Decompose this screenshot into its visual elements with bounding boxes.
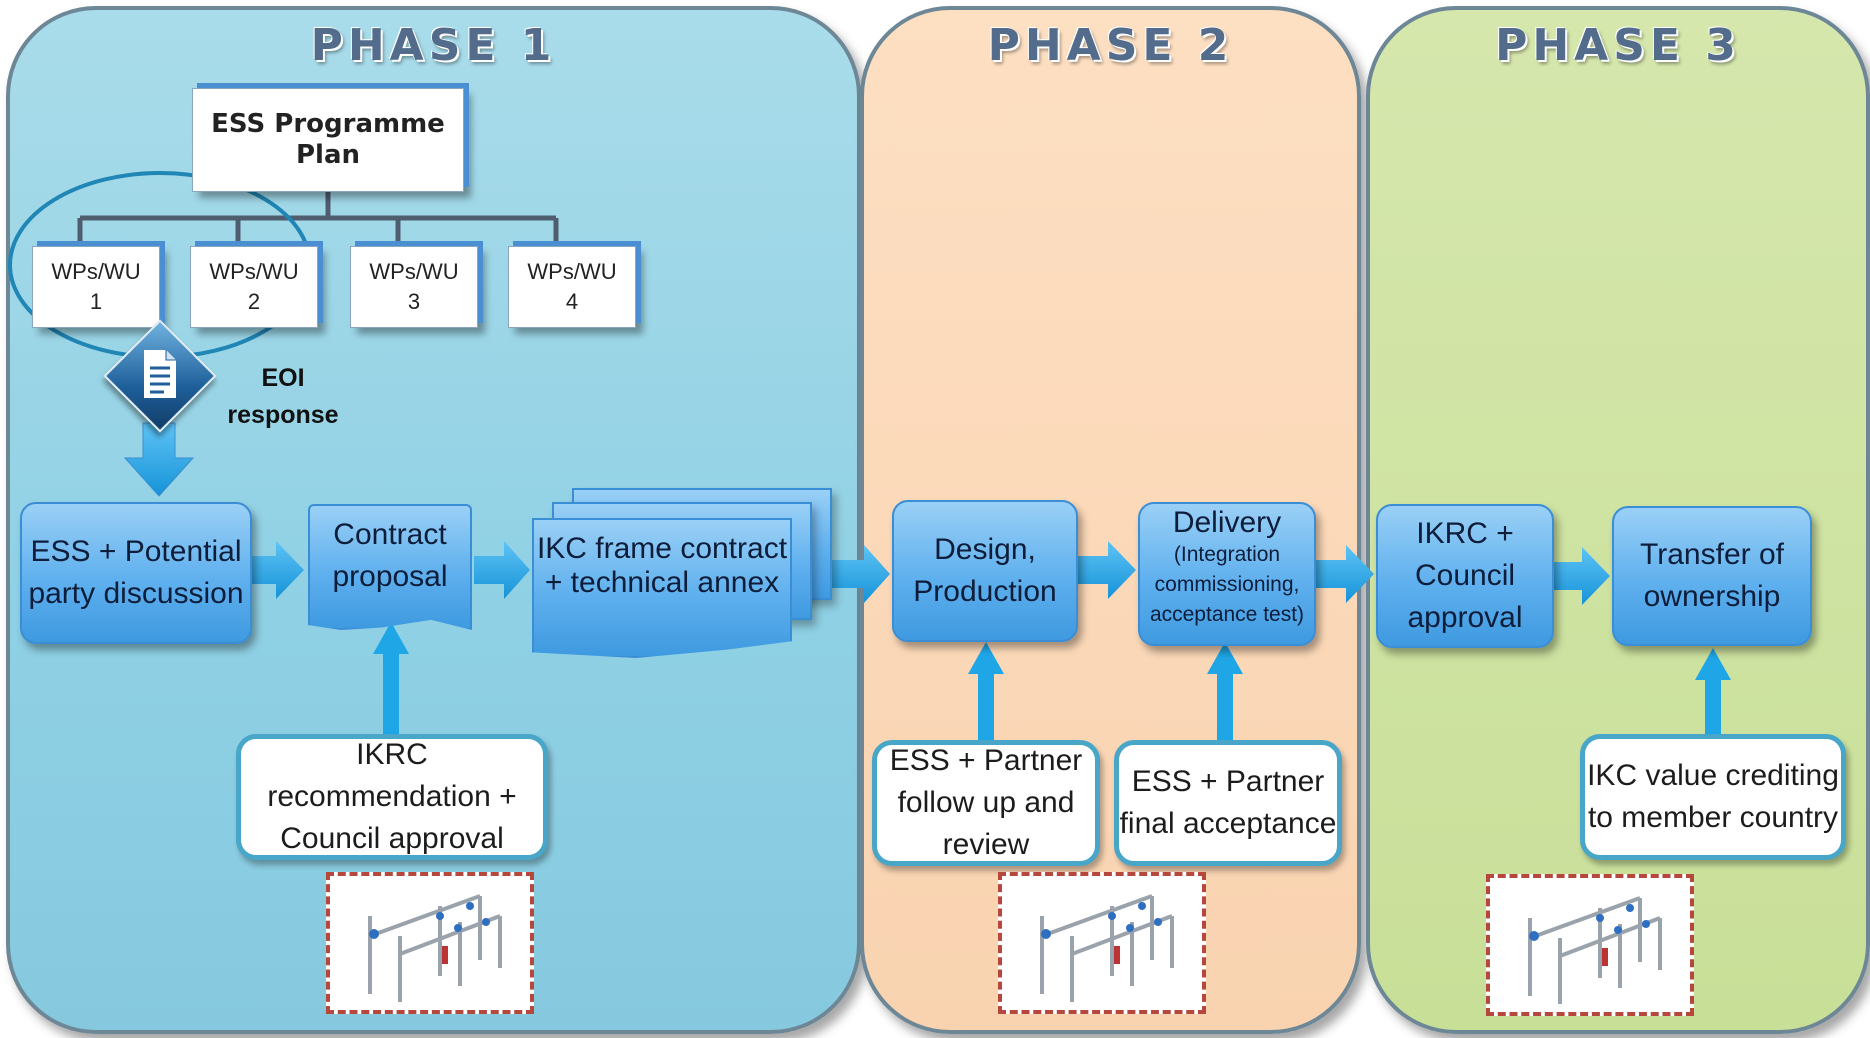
phase-2-title: PHASE 2 [987, 20, 1234, 71]
design-production-box: Design, Production [892, 500, 1078, 642]
ikrc-council-box: IKRC + Council approval [1376, 504, 1554, 648]
work-package-label: WPs/WU 4 [527, 259, 617, 314]
phase-1-title: PHASE 1 [310, 20, 557, 71]
ikrc-recommendation-box: IKRC recommendation + Council approval [236, 734, 548, 860]
transfer-ownership-box: Transfer of ownership [1612, 506, 1812, 646]
work-package-3: WPs/WU 3 [350, 246, 478, 328]
turnstile-gate-icon [1528, 896, 1662, 1004]
work-package-4: WPs/WU 4 [508, 246, 636, 328]
gate-image-phase-2 [998, 872, 1206, 1014]
delivery-detail: (Integration commissioning, acceptance t… [1149, 543, 1305, 626]
delivery-box: Delivery (Integration commissioning, acc… [1138, 502, 1316, 646]
transfer-ownership-label: Transfer of ownership [1640, 538, 1784, 613]
partner-final-box: ESS + Partner final acceptance [1114, 740, 1342, 866]
up-arrows [373, 622, 1731, 740]
arrow-right-2 [474, 541, 530, 599]
arrow-right-3 [832, 545, 890, 603]
gate-image-phase-1 [326, 872, 534, 1014]
eoi-response-label: EOI response [227, 364, 339, 429]
ikc-frame-box [532, 518, 792, 658]
partner-follow-up-label: ESS + Partner follow up and review [889, 744, 1083, 861]
arrow-right-4 [1078, 541, 1136, 599]
ikrc-recommendation-label: IKRC recommendation + Council approval [267, 738, 517, 855]
ikc-frame-label: IKC frame contract + technical annex [536, 532, 788, 599]
ikrc-council-label: IKRC + Council approval [1407, 517, 1523, 634]
gate-image-phase-3 [1486, 874, 1694, 1016]
work-package-2: WPs/WU 2 [190, 246, 318, 328]
work-package-label: WPs/WU 1 [51, 259, 141, 314]
arrow-right-1 [252, 541, 304, 599]
ikc-value-box: IKC value crediting to member country [1580, 734, 1846, 860]
contract-proposal-box [308, 504, 472, 630]
ess-discussion-label: ESS + Potential party discussion [28, 535, 244, 610]
phase-3-title: PHASE 3 [1495, 20, 1741, 71]
programme-plan-label: ESS Programme Plan [211, 109, 445, 170]
document-icon [103, 319, 217, 433]
programme-plan-box: ESS Programme Plan [192, 88, 464, 192]
ess-discussion-box: ESS + Potential party discussion [20, 502, 252, 644]
turnstile-gate-icon [368, 894, 502, 1002]
work-package-1: WPs/WU 1 [32, 246, 160, 328]
contract-proposal-label: Contract proposal [332, 518, 448, 593]
partner-follow-up-box: ESS + Partner follow up and review [872, 740, 1100, 866]
org-chart-connectors [77, 192, 559, 242]
delivery-title: Delivery [1172, 506, 1282, 539]
work-package-label: WPs/WU 2 [209, 259, 299, 314]
work-package-label: WPs/WU 3 [369, 259, 459, 314]
arrow-right-6 [1554, 547, 1610, 605]
turnstile-gate-icon [1040, 894, 1174, 1002]
ikc-value-label: IKC value crediting to member country [1587, 759, 1839, 834]
arrow-down-eoi [123, 422, 195, 497]
arrow-right-5 [1316, 545, 1374, 603]
partner-final-label: ESS + Partner final acceptance [1119, 765, 1337, 840]
design-production-label: Design, Production [913, 533, 1057, 608]
